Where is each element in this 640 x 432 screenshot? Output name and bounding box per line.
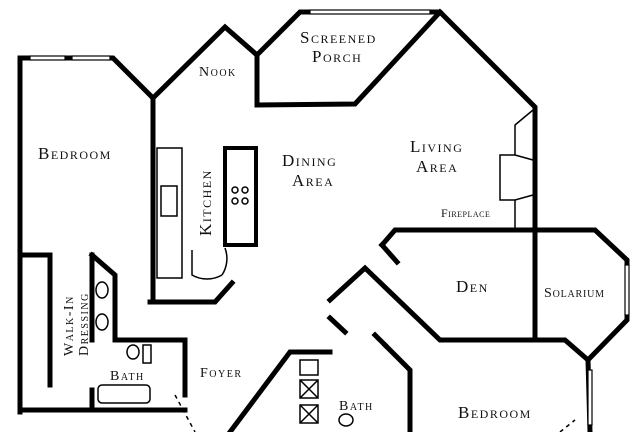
room-label-living-2: Area	[416, 157, 458, 176]
walls	[17, 8, 630, 432]
room-label-walkin: Walk-In	[62, 295, 77, 356]
room-label-bath-left: Bath	[110, 369, 145, 384]
room-label-kitchen: Kitchen	[196, 169, 215, 236]
room-label-foyer: Foyer	[200, 366, 243, 381]
room-label-dining: Dining	[282, 151, 337, 170]
room-label-bedroom-left: Bedroom	[38, 144, 112, 163]
kitchen-fixtures	[156, 146, 258, 280]
room-label-bath-center: Bath	[339, 399, 374, 414]
room-label-bedroom-right: Bedroom	[458, 403, 532, 422]
fireplace-icon	[499, 109, 534, 230]
room-label-screened-porch-2: Porch	[312, 47, 362, 66]
door-swing-icon	[191, 247, 228, 280]
room-label-nook: Nook	[199, 65, 237, 80]
stove-icon	[231, 186, 249, 205]
room-label-den: Den	[456, 277, 489, 296]
bath-fixtures	[95, 281, 354, 427]
room-label-living: Living	[410, 137, 463, 156]
room-label-screened-porch: Screened	[300, 28, 377, 47]
room-label-solarium: Solarium	[544, 286, 605, 301]
room-label-dining-2: Area	[292, 171, 334, 190]
fireplace-label: Fireplace	[441, 206, 490, 220]
windows	[29, 9, 630, 426]
room-label-dressing: Dressing	[77, 292, 92, 356]
